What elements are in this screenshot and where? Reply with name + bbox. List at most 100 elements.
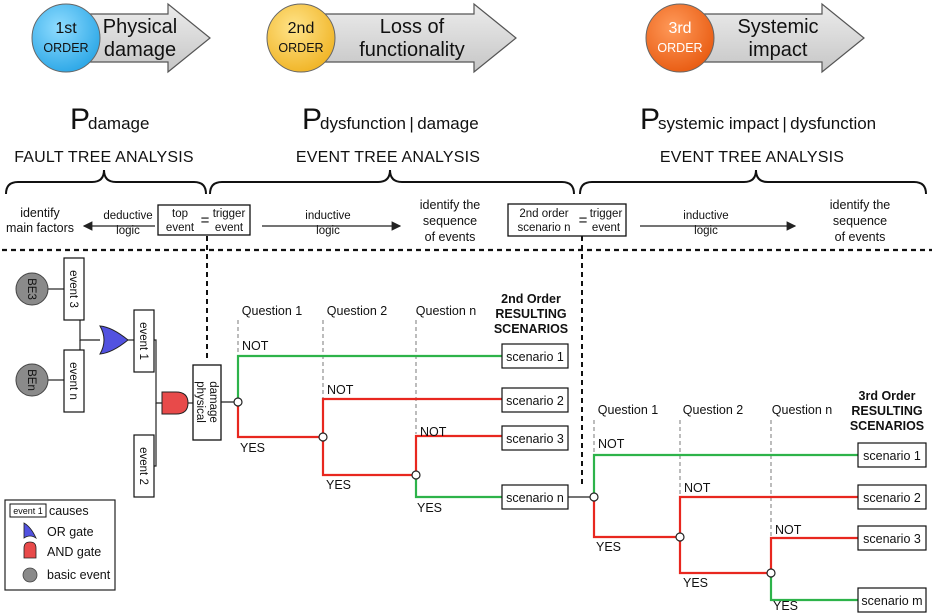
tree2-title: RESULTING bbox=[495, 307, 566, 321]
order-header-2: 2nd ORDER Loss of functionality bbox=[266, 2, 517, 74]
probability-symbol: P bbox=[302, 103, 322, 136]
event-1-box bbox=[133, 309, 155, 373]
order-label: functionality bbox=[359, 39, 465, 61]
probability-subscript: systemic impact | dysfunction bbox=[658, 114, 876, 133]
scenario-n-text: 2nd order bbox=[519, 208, 568, 220]
basic-event-ben bbox=[15, 363, 49, 397]
scenario-box bbox=[501, 343, 569, 369]
trigger-text: trigger bbox=[213, 208, 246, 220]
top-event-text: event bbox=[166, 222, 195, 234]
yes-label: YES bbox=[417, 501, 442, 515]
not-label: NOT bbox=[684, 481, 711, 495]
scenario-box bbox=[857, 525, 927, 551]
question-label: Question 2 bbox=[327, 304, 388, 318]
arrow-shape bbox=[299, 2, 517, 74]
deductive-text: deductive bbox=[103, 210, 152, 222]
scenario-label: scenario m bbox=[861, 594, 922, 608]
scenario-box bbox=[857, 442, 927, 468]
probability-3: P systemic impact | dysfunction bbox=[640, 103, 876, 136]
event-2-box bbox=[133, 434, 155, 498]
not-label: NOT bbox=[775, 523, 802, 537]
basic-event-icon bbox=[22, 567, 38, 583]
deductive-text: logic bbox=[116, 225, 140, 237]
legend-and-label: AND gate bbox=[47, 545, 101, 559]
scenario-label: scenario 2 bbox=[863, 491, 921, 505]
scenario-box bbox=[501, 387, 569, 413]
brace-2 bbox=[209, 169, 575, 195]
question-label: Question 2 bbox=[683, 403, 744, 417]
physical-damage-box bbox=[192, 364, 222, 441]
scenario-box bbox=[501, 425, 569, 451]
scenario-label: scenario 3 bbox=[863, 532, 921, 546]
event-n-label: event n bbox=[67, 362, 79, 400]
basic-event-be3 bbox=[15, 272, 49, 306]
event-3-box bbox=[63, 257, 85, 321]
order-word: ORDER bbox=[657, 41, 702, 55]
not-label: NOT bbox=[598, 437, 625, 451]
question-label: Question 1 bbox=[242, 304, 303, 318]
physical-damage-label: physical bbox=[194, 381, 206, 423]
scenario-label: scenario n bbox=[506, 491, 564, 505]
identify-main-text: identify bbox=[20, 206, 60, 220]
not-label: NOT bbox=[420, 425, 447, 439]
order-circle bbox=[31, 3, 101, 73]
probability-symbol: P bbox=[70, 103, 90, 136]
order-circle bbox=[266, 3, 336, 73]
arrow-shape bbox=[681, 2, 865, 74]
probability-2: P dysfunction | damage bbox=[302, 103, 479, 136]
or-gate-icon bbox=[23, 522, 37, 540]
order-word: ORDER bbox=[278, 41, 323, 55]
identify-seq-text: of events bbox=[425, 230, 476, 244]
event-2-label: event 2 bbox=[137, 447, 149, 485]
order-number: 3rd bbox=[668, 20, 691, 37]
physical-damage-label: damage bbox=[207, 381, 219, 423]
probability-symbol: P bbox=[640, 103, 660, 136]
equals-sign: = bbox=[201, 212, 210, 229]
not-label: NOT bbox=[327, 383, 354, 397]
legend-event-label: event 1 bbox=[13, 506, 43, 516]
inductive-text: logic bbox=[694, 225, 718, 237]
yes-label: YES bbox=[240, 441, 265, 455]
legend: event 1 causes OR gate AND gate basic ev… bbox=[4, 499, 116, 591]
probability-subscript: dysfunction | damage bbox=[320, 114, 479, 133]
probability-1: P damage bbox=[70, 103, 149, 136]
ben-label: BEn bbox=[25, 369, 37, 391]
equals-sign: = bbox=[579, 212, 588, 229]
tree2-title: 2nd Order bbox=[501, 292, 561, 306]
order-header-3: 3rd ORDER Systemic impact bbox=[645, 2, 865, 74]
order-label: Systemic bbox=[737, 16, 818, 38]
event-n-box bbox=[63, 349, 85, 413]
not-label: NOT bbox=[242, 339, 269, 353]
order-label: impact bbox=[749, 39, 808, 61]
question-label: Question n bbox=[416, 304, 477, 318]
event-1-label: event 1 bbox=[137, 322, 149, 360]
brace-1 bbox=[5, 169, 207, 195]
order-word: ORDER bbox=[43, 41, 88, 55]
legend-causes-label: causes bbox=[49, 504, 89, 518]
order-label: Physical bbox=[103, 16, 177, 38]
trigger-text: event bbox=[215, 222, 244, 234]
analysis-heading-3: EVENT TREE ANALYSIS bbox=[660, 149, 844, 166]
scenario-box bbox=[857, 587, 927, 613]
and-gate-icon bbox=[161, 391, 189, 415]
analysis-heading-1: FAULT TREE ANALYSIS bbox=[14, 149, 194, 166]
scenario-label: scenario 3 bbox=[506, 432, 564, 446]
inductive-text: inductive bbox=[683, 210, 728, 222]
event-tree-3: Question 1 Question 2 Question n 3rd Ord… bbox=[589, 389, 927, 613]
identify-seq-text: sequence bbox=[833, 214, 887, 228]
scenario-n-trigger-box bbox=[507, 203, 627, 237]
tree3-title: RESULTING bbox=[851, 404, 922, 418]
tree2-title: SCENARIOS bbox=[494, 322, 568, 336]
scenario-n-text: scenario n bbox=[517, 222, 570, 234]
analysis-heading-2: EVENT TREE ANALYSIS bbox=[296, 149, 480, 166]
scenario-box bbox=[501, 484, 569, 510]
legend-or-label: OR gate bbox=[47, 525, 94, 539]
question-label: Question 1 bbox=[598, 403, 659, 417]
event-tree-2: Question 1 Question 2 Question n 2nd Ord… bbox=[233, 292, 594, 515]
order-label: damage bbox=[104, 39, 176, 61]
identify-main-text: main factors bbox=[6, 221, 74, 235]
or-gate-icon bbox=[99, 325, 129, 355]
yes-label: YES bbox=[596, 540, 621, 554]
event-3-label: event 3 bbox=[67, 270, 79, 308]
